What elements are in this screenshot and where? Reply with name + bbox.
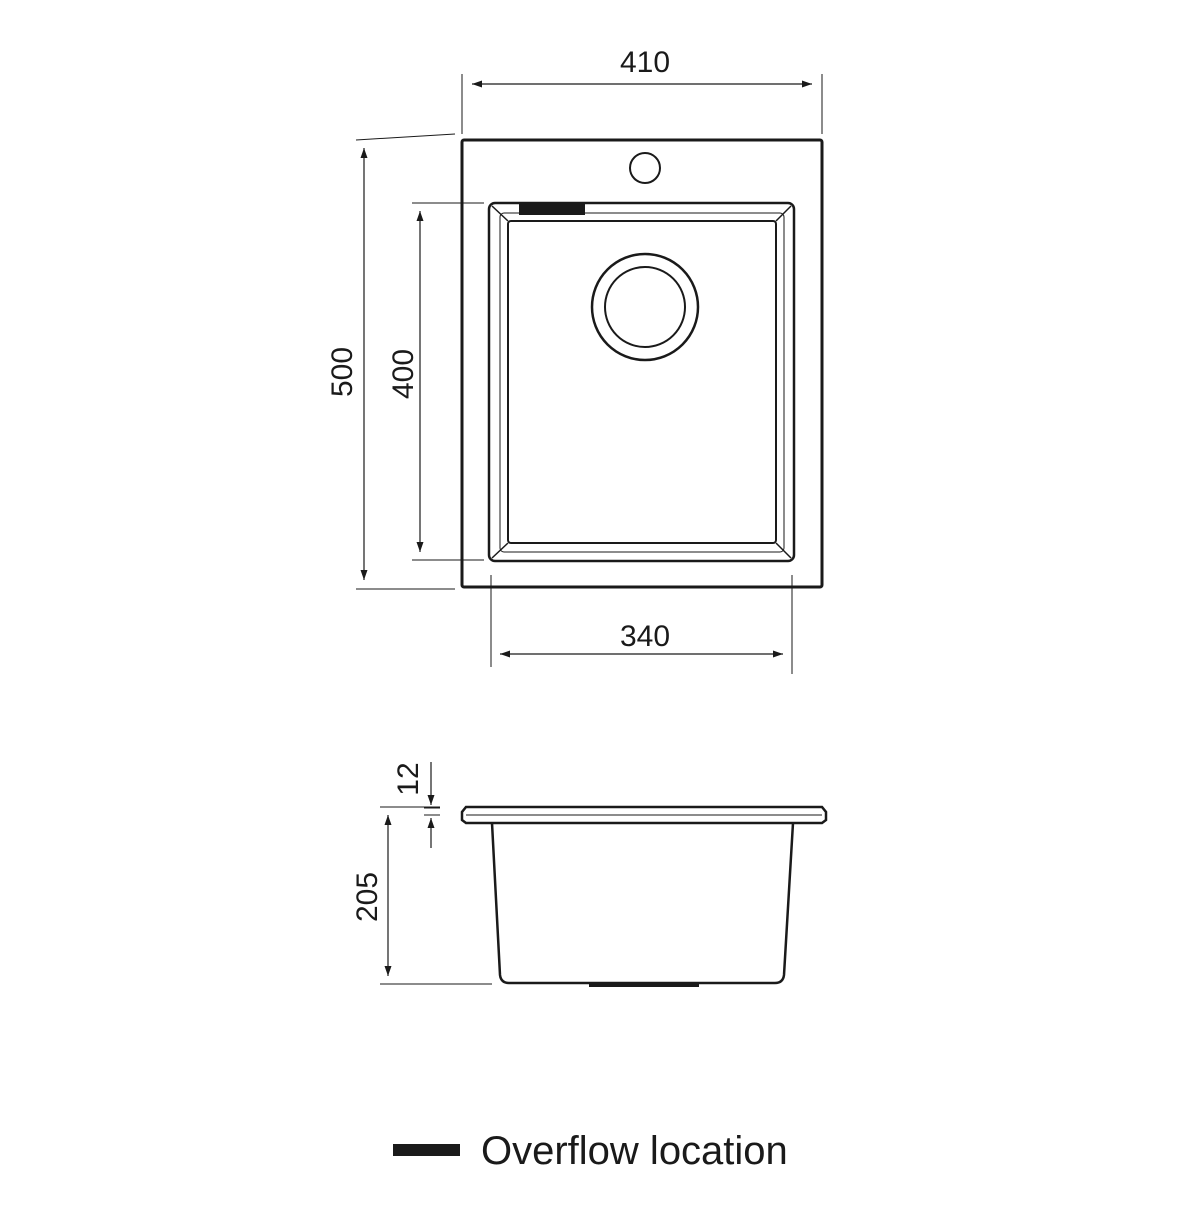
dimension-depth: 205: [351, 806, 492, 985]
dimension-rim-thickness: 12: [392, 762, 440, 848]
dimension-label-top-height: 500: [326, 347, 359, 397]
dimension-label-top-width: 410: [620, 46, 670, 79]
drain-outer-ring: [590, 252, 700, 362]
dimension-label-bowl-height: 400: [387, 349, 420, 399]
bowl-inner-bottom: [507, 220, 777, 544]
dimension-bowl-height: 400: [387, 202, 484, 561]
overflow-slot-marker: [519, 203, 585, 215]
sink-rim-profile: [460, 805, 828, 825]
sink-outer-outline: [460, 138, 824, 589]
tap-hole: [629, 152, 661, 184]
dimension-top-width: 410: [461, 46, 823, 134]
bowl-side-profile: [490, 822, 795, 985]
extension-line: [355, 133, 456, 141]
dimension-bowl-width: 340: [490, 575, 793, 674]
dimension-label-rim-thickness: 12: [392, 762, 425, 795]
dimension-label-depth: 205: [351, 872, 384, 922]
drain-inner-ring: [604, 266, 686, 348]
top-view: [460, 138, 824, 589]
bowl-chamfer-line: [491, 205, 509, 222]
dimension-label-bowl-width: 340: [620, 620, 670, 653]
bowl-chamfer-line: [491, 542, 509, 559]
bowl-inner-contour: [499, 212, 785, 553]
legend: Overflow location: [393, 1129, 788, 1173]
dimension-top-height: 500: [326, 133, 456, 590]
legend-swatch-overflow: [393, 1144, 460, 1156]
legend-label-overflow: Overflow location: [481, 1129, 788, 1173]
side-view: [460, 805, 828, 985]
bowl-outer-rim: [487, 201, 796, 563]
bowl-chamfer-line: [775, 205, 792, 222]
drain-outlet: [589, 983, 699, 987]
